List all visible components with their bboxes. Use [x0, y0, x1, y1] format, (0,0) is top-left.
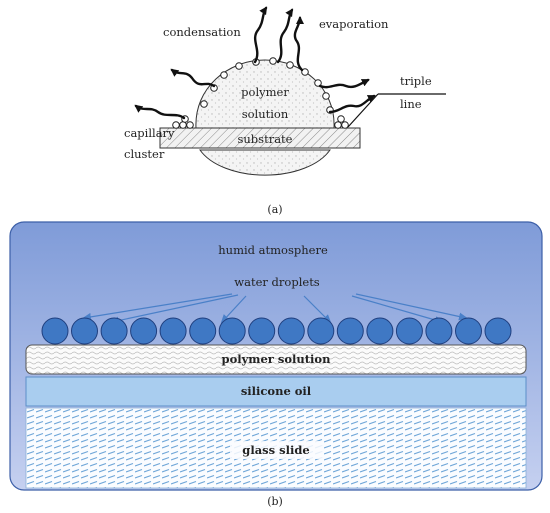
- water-droplet: [130, 317, 158, 345]
- label-humid-atmosphere: humid atmosphere: [218, 243, 328, 257]
- polymer-solution-droplet: [195, 59, 335, 129]
- polymer-solution-layer: [25, 344, 527, 375]
- right-arrow-2: [328, 94, 376, 114]
- water-droplet: [189, 317, 217, 345]
- droplet-pointer-arrows: [82, 293, 468, 325]
- caption-a: (a): [267, 203, 282, 216]
- water-droplet: [159, 317, 187, 345]
- water-droplet: [395, 317, 423, 345]
- water-droplet: [100, 317, 128, 345]
- condensation-arrow: [170, 68, 216, 88]
- label-solution: solution: [242, 107, 289, 121]
- label-polymer-solution: polymer solution: [222, 352, 332, 366]
- water-droplet: [41, 317, 69, 345]
- water-droplet: [71, 317, 98, 345]
- panel-b: humid atmosphere water droplets polymer …: [9, 221, 543, 508]
- water-droplet: [484, 317, 512, 345]
- evaporation-arrow-2: [276, 8, 294, 64]
- water-droplet: [336, 317, 364, 345]
- label-line: line: [400, 97, 422, 111]
- label-glass-slide: glass slide: [242, 443, 309, 457]
- glass-slide-label-bg: [230, 441, 322, 459]
- evaporation-arrow-3: [293, 16, 304, 72]
- label-substrate: substrate: [238, 132, 293, 146]
- water-droplet: [218, 317, 246, 345]
- evaporation-arrow-1: [253, 6, 268, 64]
- water-droplet: [248, 317, 276, 345]
- water-droplet: [366, 317, 394, 345]
- label-condensation: condensation: [163, 25, 241, 39]
- label-silicone-oil: silicone oil: [241, 384, 312, 398]
- label-evaporation: evaporation: [319, 17, 389, 31]
- label-polymer: polymer: [241, 85, 289, 99]
- label-water-droplets: water droplets: [234, 275, 320, 289]
- panel-a: condensation evaporation polymer solutio…: [124, 6, 446, 216]
- silicone-oil-layer: [25, 376, 527, 407]
- label-cluster: cluster: [124, 147, 165, 161]
- water-droplet: [425, 317, 453, 345]
- process-arrows: [134, 6, 376, 120]
- water-droplet: [455, 317, 482, 345]
- capillary-arrow: [134, 104, 186, 120]
- water-droplets-row: [41, 317, 512, 345]
- label-capillary: capillary: [124, 126, 175, 140]
- caption-b: (b): [267, 495, 283, 508]
- droplet-lower-cap: [199, 149, 331, 176]
- triple-line-pointer: [347, 93, 446, 128]
- right-arrow-1: [318, 78, 370, 89]
- label-triple: triple: [400, 74, 432, 88]
- substrate: [159, 127, 361, 149]
- water-droplet: [277, 317, 305, 345]
- water-droplet: [307, 317, 335, 345]
